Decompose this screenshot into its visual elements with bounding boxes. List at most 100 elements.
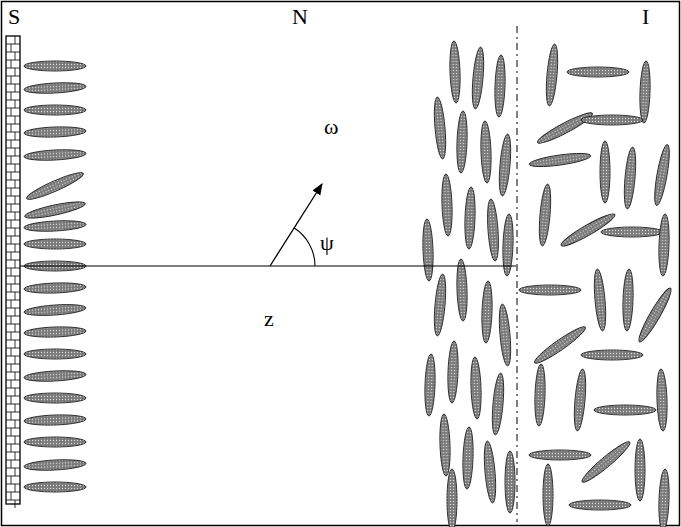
brick-joint bbox=[6, 44, 20, 45]
brick-joint bbox=[6, 412, 20, 413]
brick-joint bbox=[11, 316, 12, 324]
molecule bbox=[569, 500, 631, 510]
brick-joint bbox=[11, 284, 12, 292]
brick-joint bbox=[11, 332, 12, 340]
brick-joint bbox=[15, 388, 16, 396]
molecule bbox=[24, 126, 86, 138]
brick-joint bbox=[6, 180, 20, 181]
molecule bbox=[462, 427, 474, 489]
molecule bbox=[441, 174, 453, 236]
molecule bbox=[447, 341, 459, 403]
region-label: I bbox=[642, 6, 649, 28]
wall-outline bbox=[6, 36, 20, 504]
brick-joint bbox=[6, 268, 20, 269]
brick-joint bbox=[6, 244, 20, 245]
brick-joint bbox=[11, 220, 12, 228]
brick-joint bbox=[6, 428, 20, 429]
brick-joint bbox=[6, 348, 20, 349]
brick-joint bbox=[6, 404, 20, 405]
brick-joint bbox=[6, 332, 20, 333]
brick-joint bbox=[6, 324, 20, 325]
brick-joint bbox=[6, 52, 20, 53]
molecule bbox=[482, 441, 497, 504]
brick-joint bbox=[15, 484, 16, 492]
brick-joint bbox=[6, 260, 20, 261]
brick-joint bbox=[6, 172, 20, 173]
brick-joint bbox=[6, 420, 20, 421]
angle-arc bbox=[294, 228, 315, 266]
molecule bbox=[537, 184, 552, 247]
brick-joint bbox=[11, 380, 12, 388]
brick-joint bbox=[6, 500, 20, 501]
molecule bbox=[658, 469, 670, 527]
molecule bbox=[658, 214, 670, 276]
brick-joint bbox=[15, 308, 16, 316]
brick-joint bbox=[11, 60, 12, 68]
brick-joint bbox=[6, 252, 20, 253]
axis-label: z bbox=[264, 308, 274, 330]
brick-joint bbox=[6, 372, 20, 373]
vector-label: ω bbox=[324, 116, 338, 138]
brick-joint bbox=[11, 188, 12, 196]
molecule bbox=[622, 269, 634, 331]
brick-joint bbox=[15, 164, 16, 172]
brick-joint bbox=[11, 444, 12, 452]
molecule bbox=[635, 439, 645, 501]
molecule bbox=[464, 187, 476, 249]
brick-joint bbox=[15, 244, 16, 252]
brick-joint bbox=[15, 276, 16, 284]
brick-joint bbox=[11, 140, 12, 148]
molecule bbox=[639, 61, 651, 123]
brick-joint bbox=[11, 124, 12, 132]
brick-joint bbox=[6, 204, 20, 205]
brick-joint bbox=[6, 148, 20, 149]
molecule bbox=[24, 199, 87, 222]
brick-joint bbox=[6, 364, 20, 365]
molecule bbox=[24, 239, 86, 249]
brick-joint bbox=[11, 108, 12, 116]
surface-wall bbox=[6, 36, 20, 508]
molecule bbox=[656, 369, 668, 431]
brick-joint bbox=[11, 236, 12, 244]
brick-joint bbox=[11, 396, 12, 404]
brick-joint bbox=[11, 268, 12, 276]
molecule bbox=[470, 357, 482, 419]
brick-joint bbox=[6, 100, 20, 101]
brick-joint bbox=[15, 116, 16, 124]
brick-joint bbox=[6, 196, 20, 197]
brick-joint bbox=[15, 36, 16, 44]
director-arrow bbox=[270, 184, 322, 266]
brick-joint bbox=[11, 492, 12, 500]
brick-joint bbox=[15, 452, 16, 460]
brick-joint bbox=[15, 292, 16, 300]
molecule bbox=[449, 41, 461, 103]
brick-joint bbox=[6, 236, 20, 237]
brick-joint bbox=[6, 388, 20, 389]
brick-joint bbox=[6, 356, 20, 357]
molecule bbox=[456, 259, 468, 321]
brick-joint bbox=[11, 44, 12, 52]
brick-joint bbox=[6, 380, 20, 381]
brick-joint bbox=[15, 340, 16, 348]
brick-joint bbox=[15, 356, 16, 364]
brick-joint bbox=[15, 100, 16, 108]
brick-joint bbox=[6, 132, 20, 133]
interface-line bbox=[517, 26, 518, 522]
brick-joint bbox=[15, 212, 16, 220]
brick-joint bbox=[15, 132, 16, 140]
brick-joint bbox=[15, 420, 16, 428]
brick-joint bbox=[11, 348, 12, 356]
region-label: N bbox=[292, 6, 308, 28]
molecule bbox=[424, 354, 436, 416]
brick-joint bbox=[15, 196, 16, 204]
molecule bbox=[567, 67, 629, 77]
molecule bbox=[486, 199, 500, 262]
molecule bbox=[600, 141, 610, 203]
molecule bbox=[497, 304, 512, 367]
molecule bbox=[481, 281, 493, 343]
brick-joint bbox=[15, 260, 16, 268]
molecule bbox=[594, 405, 656, 415]
brick-joint bbox=[11, 476, 12, 484]
brick-joint bbox=[6, 60, 20, 61]
